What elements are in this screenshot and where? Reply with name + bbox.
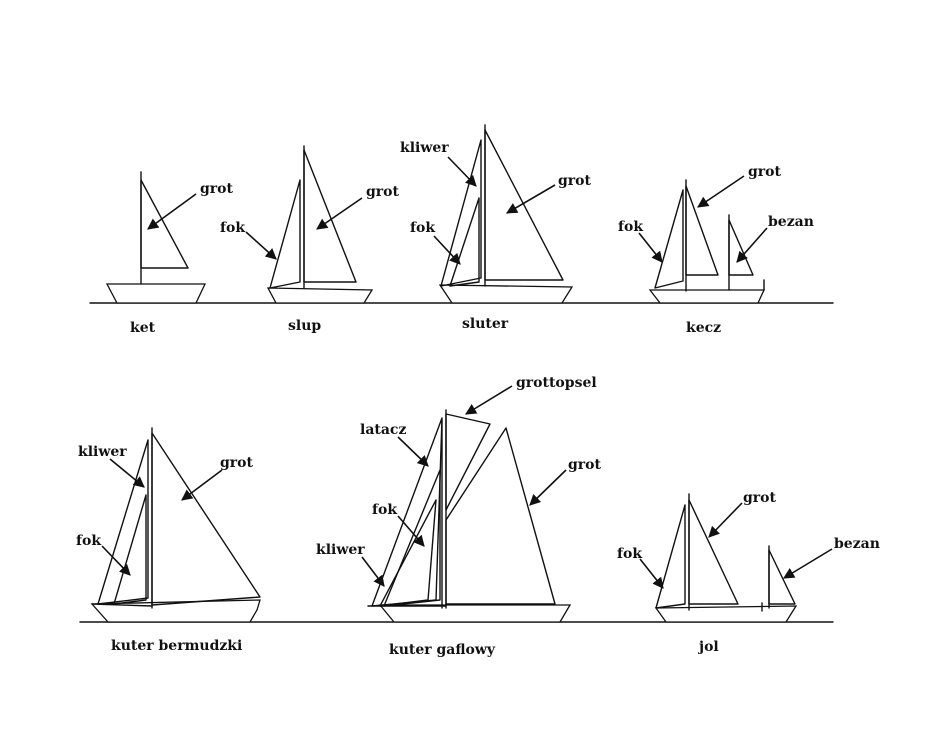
label-grot: grot [558,173,592,189]
hull [266,287,374,304]
label-grot: grot [366,184,400,200]
sail-grot [484,129,564,281]
boat-kecz: grot fok bezan kecz [618,164,814,336]
bowsprit [91,603,153,607]
label-fok: fok [617,546,642,562]
caption-kuter-bermudzki: kuter bermudzki [111,638,242,654]
sail-grot [445,427,556,605]
label-kliwer: kliwer [78,444,127,460]
label-grot: grot [220,455,254,471]
label-grot: grot [748,164,782,180]
sail-fok [269,179,301,289]
label-kliwer: kliwer [316,542,365,558]
boat-sluter: grot kliwer fok sluter [400,124,592,332]
label-grottopsel: grottopsel [516,375,597,391]
label-fok: fok [372,502,397,518]
sail-grot [151,432,261,606]
label-bezan: bezan [768,214,814,230]
caption-kuter-gaflowy: kuter gaflowy [389,642,496,658]
caption-ket: ket [130,320,156,336]
sail-grot [688,499,739,605]
sail-kliwer [379,499,437,607]
sail-fok [449,197,480,287]
boat-ket: grot ket [105,171,234,336]
hull [378,604,572,623]
label-fok: fok [410,220,435,236]
boat-slup: grot fok slup [220,145,400,334]
hull [648,289,766,304]
label-grot: grot [743,490,777,506]
caption-kecz: kecz [686,320,721,336]
sail-grot [140,179,189,269]
sail-kliwer [97,439,149,605]
label-kliwer: kliwer [400,140,449,156]
label-grot: grot [200,181,234,197]
sail-bezan [728,219,754,276]
caption-jol: jol [697,639,719,655]
hull [105,283,207,304]
caption-sluter: sluter [462,316,509,332]
label-latacz: latacz [360,422,406,438]
sail-kliwer [440,139,482,287]
boat-kuter-gaflowy: grottopsel latacz grot fok kliwer kuter … [316,375,602,658]
sail-grot [303,149,357,283]
hull [654,605,798,623]
sail-fok [383,469,441,607]
label-grot: grot [568,457,602,473]
label-bezan: bezan [834,536,880,552]
boat-kuter-bermudzki: grot kliwer fok kuter bermudzki [76,427,261,654]
sail-grot [685,185,719,276]
boat-jol: grot fok bezan jol [617,490,880,655]
label-fok: fok [76,533,101,549]
caption-slup: slup [288,318,321,334]
label-fok: fok [618,219,643,235]
sail-fok [113,494,147,605]
hull [438,284,574,304]
sail-bezan [768,549,796,605]
sail-fok [655,504,686,609]
sail-fok [654,189,684,289]
label-fok: fok [220,220,245,236]
sail-grottopsel [445,413,491,511]
